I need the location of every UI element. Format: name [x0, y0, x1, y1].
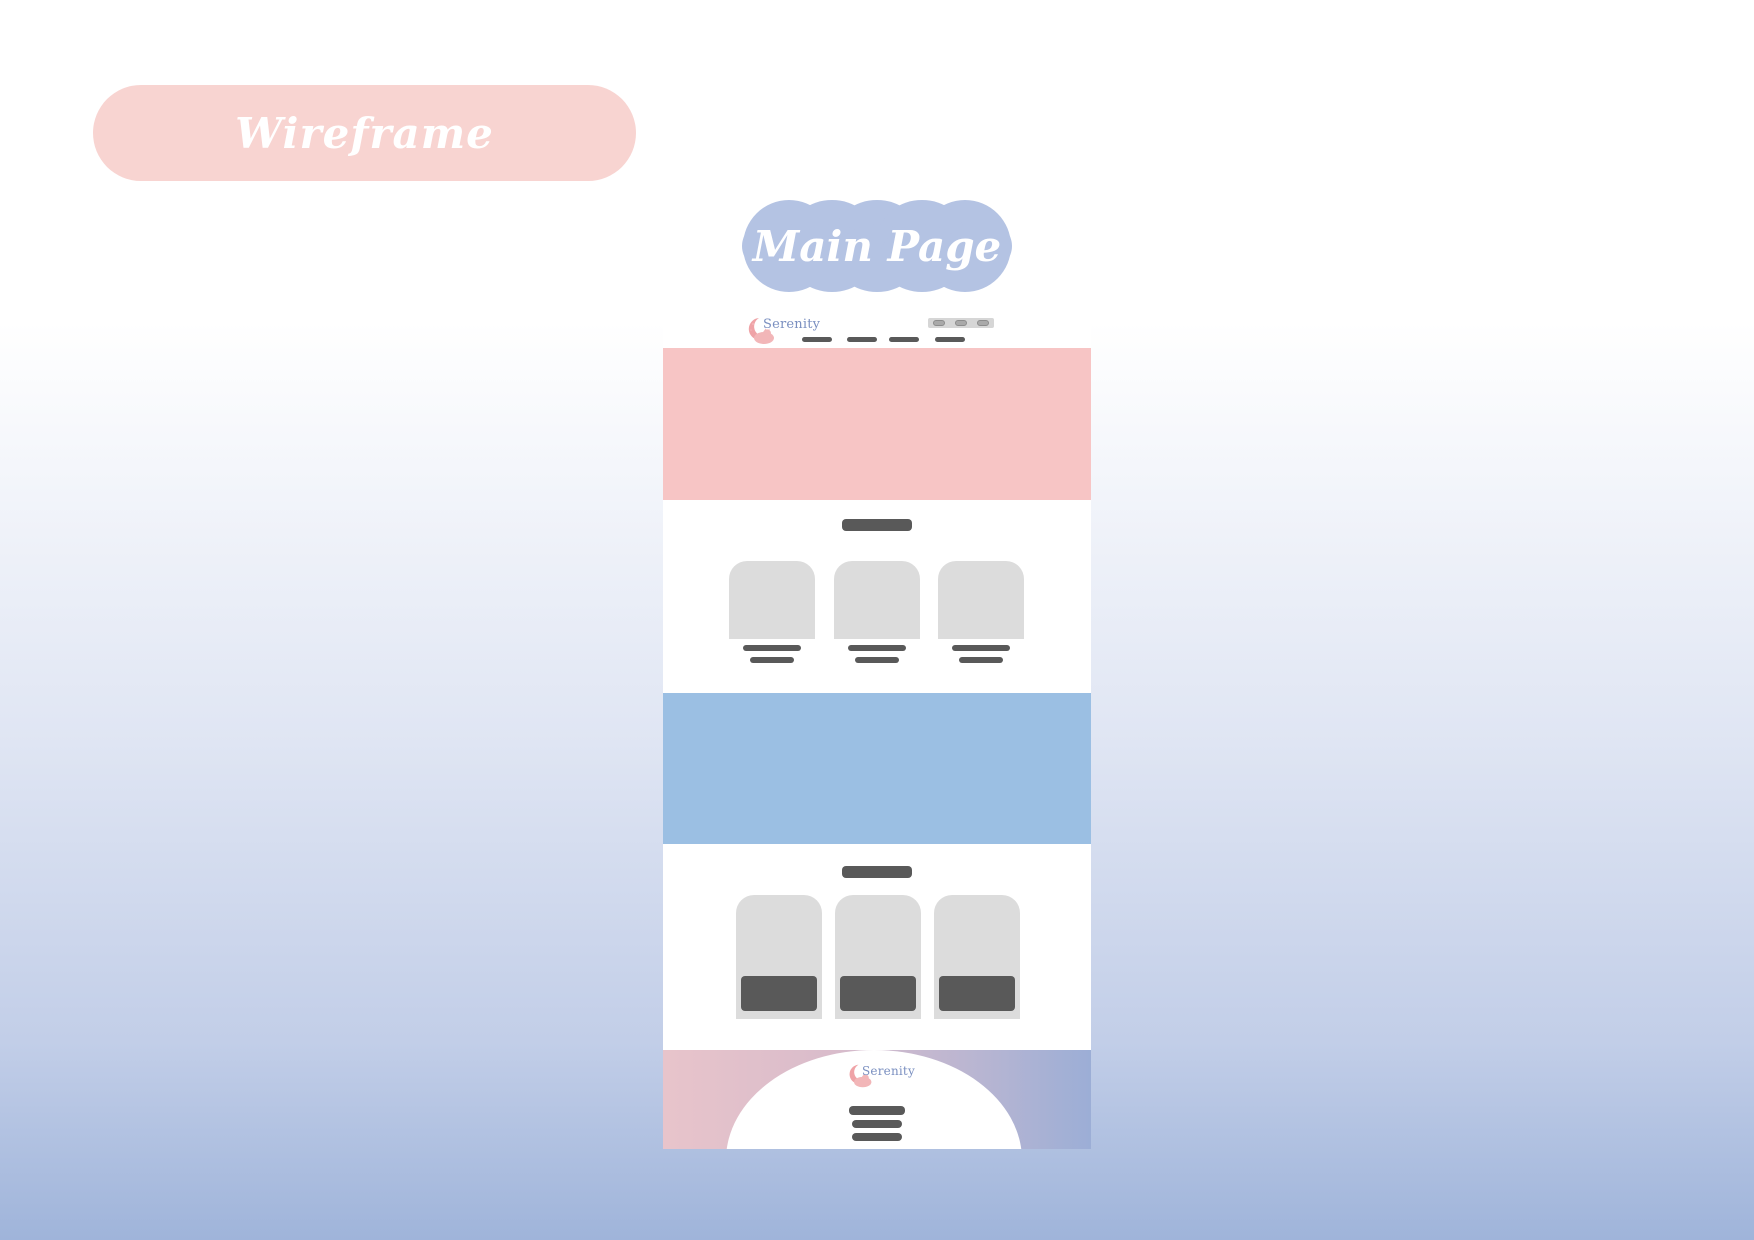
product-card[interactable] [934, 895, 1020, 1019]
footer: Serenity [663, 1050, 1091, 1149]
hero-banner-pink [663, 348, 1091, 500]
card-subtitle-placeholder [959, 657, 1003, 663]
card-subtitle-placeholder [750, 657, 794, 663]
product-card[interactable] [835, 895, 921, 1019]
main-page-wireframe: Serenity [663, 304, 1091, 1149]
header-icon-strip [928, 318, 994, 328]
category-card[interactable] [938, 561, 1024, 639]
toggle-icon[interactable] [933, 320, 945, 326]
header-logo-text: Serenity [763, 317, 821, 332]
footer-heading-placeholder [849, 1106, 905, 1115]
moon-cat-logo-icon [849, 1064, 872, 1088]
category-card[interactable] [729, 561, 815, 639]
wireframe-title: Wireframe [235, 108, 494, 158]
nav-item-placeholder[interactable] [935, 337, 965, 342]
nav-item-placeholder[interactable] [847, 337, 877, 342]
section-heading-placeholder [842, 519, 912, 531]
card-title-placeholder [952, 645, 1010, 651]
nav-item-placeholder[interactable] [802, 337, 832, 342]
section-heading-placeholder [842, 866, 912, 878]
toggle-icon[interactable] [977, 320, 989, 326]
toggle-icon[interactable] [955, 320, 967, 326]
wireframe-title-pill: Wireframe [93, 85, 636, 181]
moon-cat-logo-icon [748, 318, 774, 344]
header-bar: Serenity [663, 304, 1091, 348]
category-card[interactable] [834, 561, 920, 639]
main-page-label: Main Page [752, 221, 1002, 271]
product-card-button[interactable] [840, 976, 916, 1011]
main-page-cloud [742, 200, 1012, 292]
hero-banner-blue [663, 693, 1091, 844]
product-card-button[interactable] [741, 976, 817, 1011]
footer-link-placeholder[interactable] [852, 1133, 902, 1141]
footer-logo-text: Serenity [862, 1064, 915, 1078]
card-subtitle-placeholder [855, 657, 899, 663]
nav-item-placeholder[interactable] [889, 337, 919, 342]
footer-logo[interactable]: Serenity [848, 1063, 915, 1089]
header-logo[interactable]: Serenity [747, 316, 820, 346]
product-card[interactable] [736, 895, 822, 1019]
footer-link-placeholder[interactable] [852, 1120, 902, 1128]
card-title-placeholder [743, 645, 801, 651]
card-title-placeholder [848, 645, 906, 651]
product-card-button[interactable] [939, 976, 1015, 1011]
